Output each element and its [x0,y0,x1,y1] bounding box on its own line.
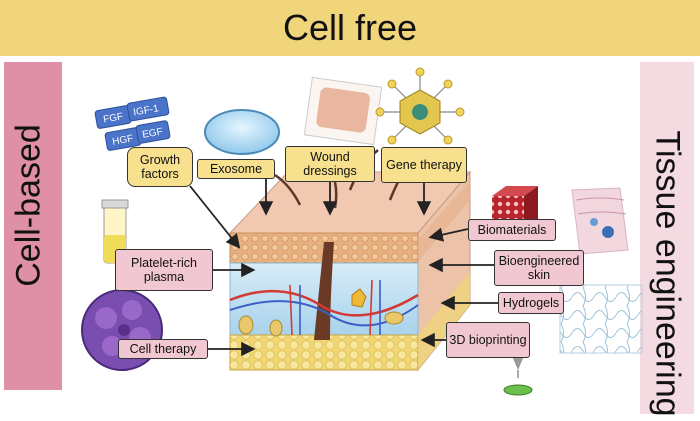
fat-layer [229,334,419,371]
arrows [189,178,498,357]
viral-vector-icon [375,67,465,145]
3d-bioprinting-label: 3D bioprinting [446,322,530,358]
growth-factors-label: Growth factors [127,147,193,187]
hydrogel-mesh [559,284,643,354]
skin-block [228,149,472,372]
wound-dressings-label: Wound dressings [285,146,375,182]
cell-based-band [4,62,62,390]
exosome-label: Exosome [197,159,275,179]
biomaterials-label: Biomaterials [468,219,556,241]
cell-free-banner: Cell free [0,0,700,56]
gf-tag-egf: EGF [141,126,163,140]
exosome-vesicle [204,109,280,155]
gene-therapy-label: Gene therapy [381,147,467,183]
gf-tag-igf1: IGF-1 [133,103,161,118]
hydrogels-label: Hydrogels [498,292,564,314]
growth-factor-tags: FGF IGF-1 HGF EGF [94,96,171,151]
bioengineered-skin-label: Bioengineered skin [494,250,584,286]
cell-free-title: Cell free [282,7,418,48]
platelet-rich-plasma-label: Platelet-rich plasma [115,249,213,291]
cell-therapy-label: Cell therapy [118,339,208,359]
gf-tag-hgf: HGF [111,133,134,147]
wound-dressing-pad [303,76,383,146]
gf-tag-fgf: FGF [102,111,124,125]
bioengineered-skin-sample [571,187,629,255]
tissue-engineering-band [640,62,694,414]
